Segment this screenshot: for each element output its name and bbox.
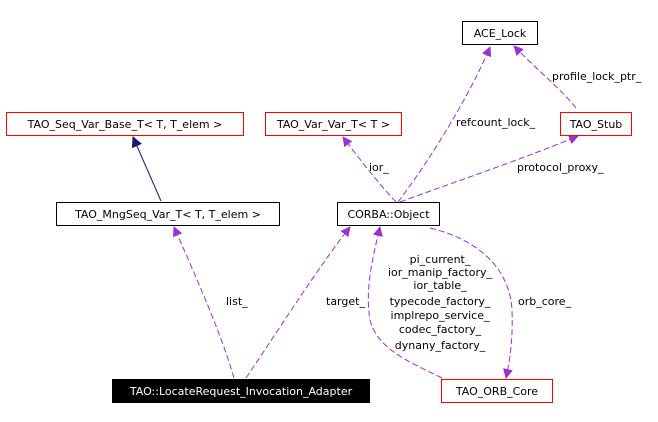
label-ior-manip-factory: ior_manip_factory_ <box>387 266 493 279</box>
label-pi-current: pi_current_ <box>409 253 471 266</box>
edge-object-to-ace-lock <box>397 46 492 203</box>
edge-object-to-orb-core <box>429 227 513 379</box>
node-ace-lock[interactable]: ACE_Lock <box>462 21 538 45</box>
label-orb-core: orb_core_ <box>518 295 572 308</box>
edge-inheritance-mngseq-to-seqbase <box>131 135 162 202</box>
label-typecode-factory: typecode_factory_ <box>389 295 491 308</box>
node-orb-core-label: TAO_ORB_Core <box>455 384 539 398</box>
node-var-var-label: TAO_Var_Var_T< T > <box>276 117 391 131</box>
label-list: list_ <box>226 295 248 308</box>
node-tao-stub-label: TAO_Stub <box>569 117 623 131</box>
label-target: target_ <box>326 295 365 308</box>
node-seq-var-base-label: TAO_Seq_Var_Base_T< T, T_elem > <box>27 117 223 131</box>
node-locate-request-adapter-label: TAO::LocateRequest_Invocation_Adapter <box>129 384 353 398</box>
node-mngseq-var[interactable]: TAO_MngSeq_Var_T< T, T_elem > <box>56 202 280 226</box>
node-var-var[interactable]: TAO_Var_Var_T< T > <box>265 112 402 136</box>
label-protocol-proxy: protocol_proxy_ <box>517 161 604 174</box>
edge-adapter-to-mngseq <box>173 226 235 379</box>
edge-object-to-var-var <box>342 136 397 203</box>
node-mngseq-var-label: TAO_MngSeq_Var_T< T, T_elem > <box>75 207 261 221</box>
node-seq-var-base[interactable]: TAO_Seq_Var_Base_T< T, T_elem > <box>6 112 244 136</box>
node-locate-request-adapter[interactable]: TAO::LocateRequest_Invocation_Adapter <box>112 379 370 403</box>
label-implrepo-service: implrepo_service_ <box>390 309 490 322</box>
label-dynany-factory: dynany_factory_ <box>394 339 486 352</box>
label-ior: ior_ <box>369 161 389 174</box>
label-profile-lock-ptr: profile_lock_ptr_ <box>552 70 642 83</box>
label-codec-factory: codec_factory_ <box>398 323 482 336</box>
node-tao-stub[interactable]: TAO_Stub <box>560 112 632 136</box>
edge-orb-core-to-object <box>367 226 443 379</box>
node-corba-object[interactable]: CORBA::Object <box>337 202 440 226</box>
label-refcount-lock: refcount_lock_ <box>456 116 536 129</box>
edge-object-to-stub <box>399 134 579 203</box>
node-ace-lock-label: ACE_Lock <box>473 26 527 40</box>
node-corba-object-label: CORBA::Object <box>347 207 430 221</box>
label-ior-table: ior_table_ <box>413 279 467 292</box>
node-orb-core[interactable]: TAO_ORB_Core <box>441 379 553 403</box>
edge-adapter-to-object <box>245 226 351 379</box>
